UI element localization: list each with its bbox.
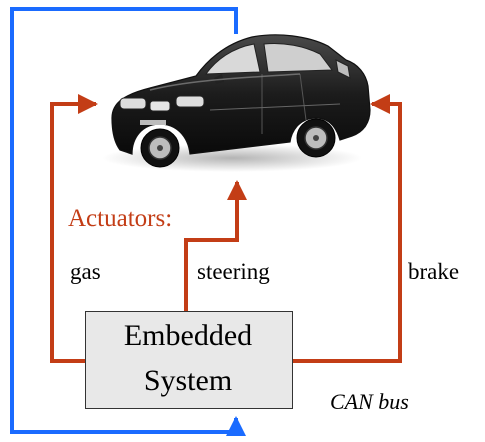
can-bus-label: CAN bus [330, 389, 409, 414]
brake-actuator-line [293, 94, 402, 363]
brake-label: brake [408, 259, 460, 284]
steering-actuator-line [184, 180, 247, 311]
embedded-system-label-line1: Embedded [123, 319, 253, 352]
car-icon [102, 34, 371, 172]
can-bus-line [10, 7, 246, 436]
embedded-system-label-line2: System [143, 364, 233, 397]
steering-label: steering [197, 259, 270, 284]
gas-actuator-line [50, 94, 98, 363]
gas-label: gas [70, 259, 101, 284]
actuators-label: Actuators: [68, 205, 173, 232]
embedded-system-box [85, 311, 293, 409]
